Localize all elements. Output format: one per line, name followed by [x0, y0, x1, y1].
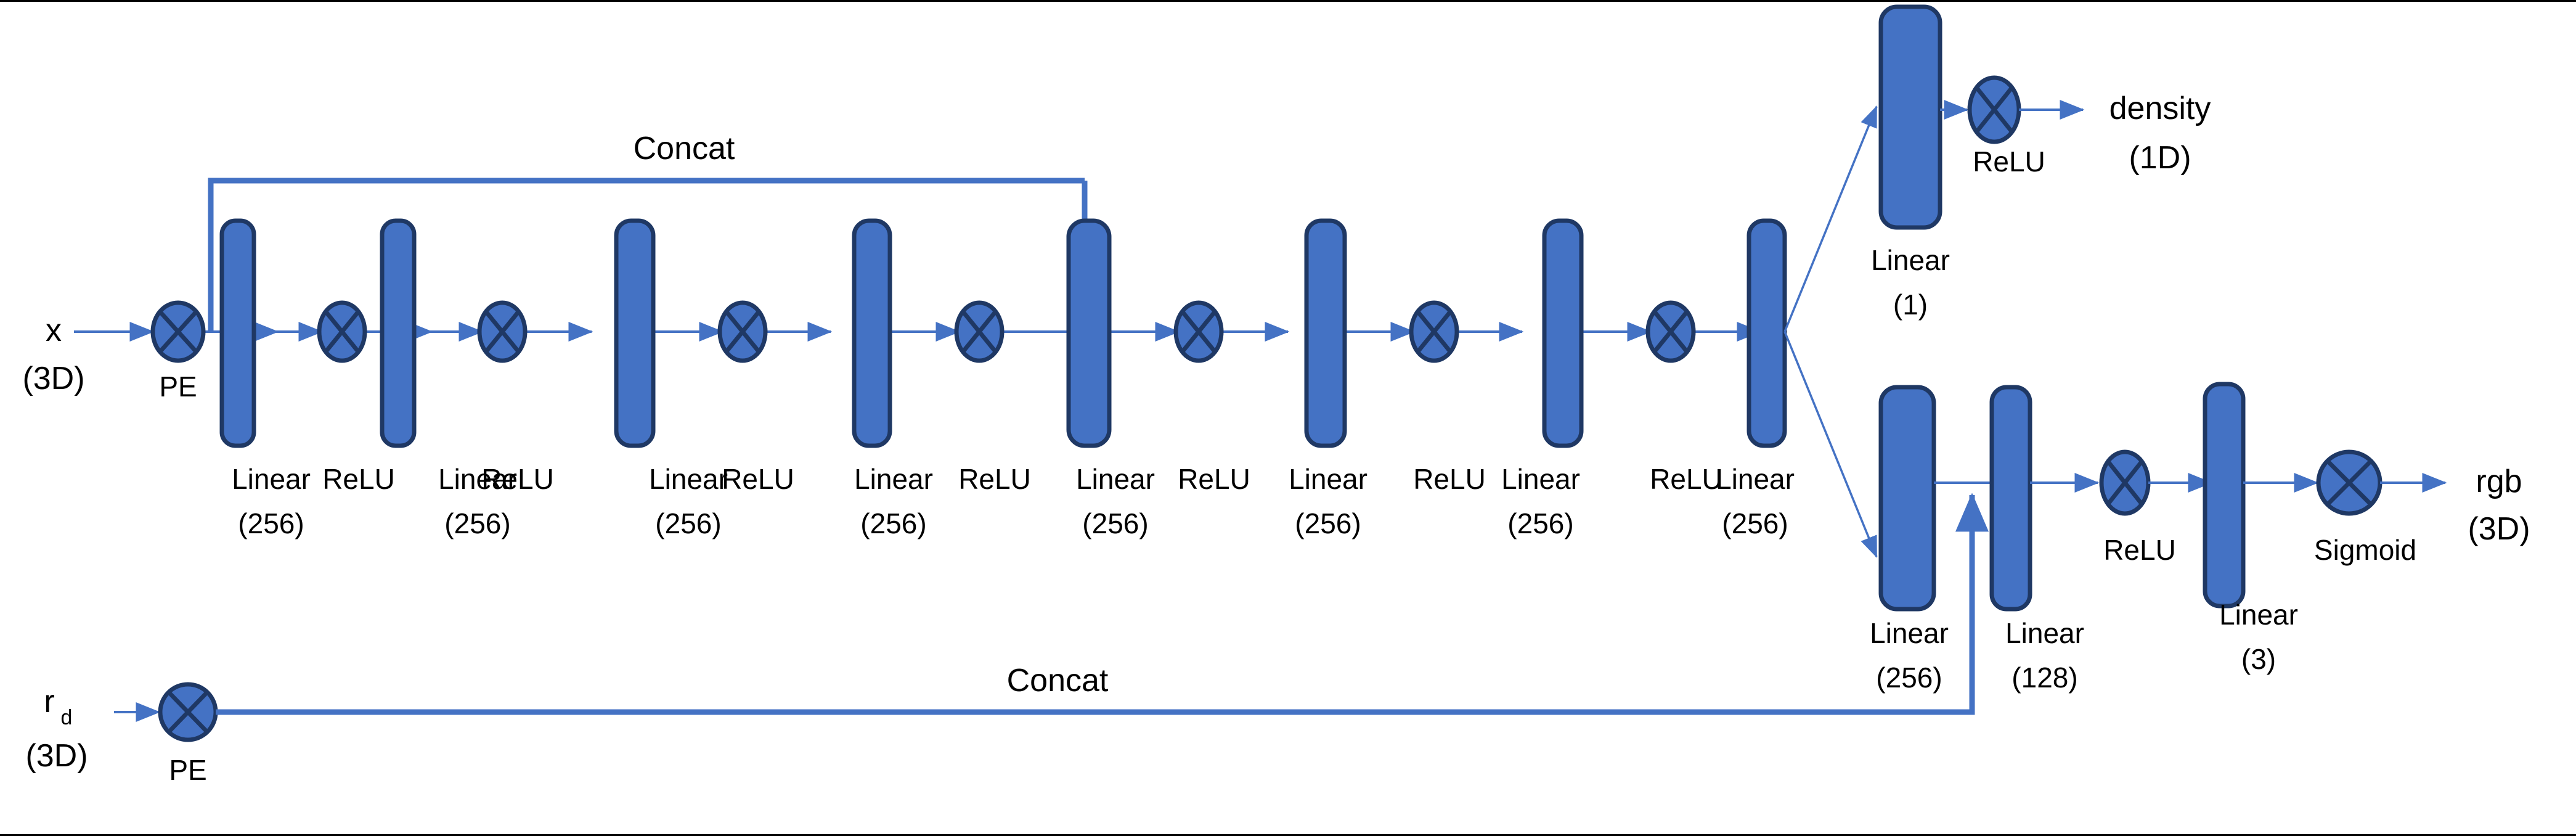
linear-block-rgb-128[interactable] [1989, 385, 2032, 612]
relu-label-4: ReLU [958, 463, 1031, 495]
linear-label-4: Linear [854, 463, 933, 495]
linear-units-density: (1) [1893, 289, 1928, 321]
relu-node-2[interactable] [477, 300, 528, 363]
output-rgb-dim: (3D) [2468, 511, 2530, 547]
linear-label-8: Linear [1716, 463, 1795, 495]
linear-block-8[interactable] [1747, 218, 1787, 448]
linear-label-7: Linear [1501, 463, 1580, 495]
relu-node-7[interactable] [1645, 300, 1696, 363]
relu-label-1: ReLU [322, 463, 395, 495]
linear-label-rgb256: Linear [1870, 617, 1949, 649]
trunk-activation-nodes [150, 300, 1696, 363]
io-labels: x (3D) PE r d (3D) PE density (1D) rgb (… [22, 91, 2530, 786]
relu-label-density: ReLU [1973, 145, 2045, 178]
concat-bottom-label: Concat [1007, 663, 1109, 699]
input-rd-dim: (3D) [25, 738, 88, 774]
linear-units-rgb3: (3) [2241, 643, 2276, 675]
linear-label-6: Linear [1289, 463, 1367, 495]
linear-label-5: Linear [1076, 463, 1155, 495]
activation-labels: ReLU ReLU ReLU ReLU ReLU ReLU ReLU ReLU … [322, 145, 2416, 566]
linear-label-1: Linear [232, 463, 311, 495]
pe-node-x[interactable] [150, 300, 206, 363]
density-branch [1878, 4, 2085, 230]
linear-units-4: (256) [860, 507, 926, 539]
relu-label-rgb: ReLU [2103, 534, 2176, 566]
relu-label-6: ReLU [1413, 463, 1486, 495]
linear-label-rgb3: Linear [2219, 599, 2298, 631]
rgb-branch [1878, 382, 2447, 612]
branch-split-arrows [1783, 105, 1878, 558]
linear-units-2: (256) [444, 507, 510, 539]
linear-units-rgb128: (128) [2011, 662, 2077, 694]
input-x-dim: (3D) [22, 361, 84, 396]
linear-label-3: Linear [649, 463, 728, 495]
linear-units-5: (256) [1082, 507, 1148, 539]
branch-block-labels: Linear (1) Linear (256) Linear (128) Lin… [1870, 244, 2298, 694]
linear-block-2[interactable] [380, 218, 417, 448]
linear-label-density: Linear [1871, 244, 1950, 276]
relu-node-5[interactable] [1173, 300, 1224, 363]
linear-block-5[interactable] [1066, 218, 1112, 448]
linear-block-3[interactable] [614, 218, 656, 448]
input-rd-label: r [44, 684, 54, 719]
pe-rd-label: PE [169, 754, 206, 786]
relu-label-3: ReLU [722, 463, 794, 495]
output-density-dim: (1D) [2129, 140, 2191, 176]
output-density-label: density [2109, 91, 2211, 126]
trunk-linear-blocks [219, 218, 1787, 448]
linear-units-8: (256) [1722, 507, 1788, 539]
relu-label-7: ReLU [1650, 463, 1722, 495]
relu-node-density[interactable] [1967, 75, 2021, 144]
linear-units-rgb256: (256) [1876, 662, 1942, 694]
linear-block-density[interactable] [1878, 4, 1942, 230]
linear-block-rgb-3[interactable] [2203, 382, 2246, 609]
relu-node-4[interactable] [954, 300, 1005, 363]
pe-node-rd[interactable] [158, 682, 218, 742]
linear-label-2: Linear [438, 463, 517, 495]
wire-to-rgb-branch [1783, 331, 1878, 558]
linear-units-7: (256) [1507, 507, 1573, 539]
linear-units-6: (256) [1295, 507, 1361, 539]
input-rd-sub: d [61, 706, 73, 729]
relu-node-1[interactable] [317, 300, 367, 363]
pe-x-label: PE [159, 371, 197, 403]
relu-node-6[interactable] [1409, 300, 1459, 363]
linear-block-6[interactable] [1304, 218, 1347, 448]
trunk-block-labels: Linear (256) Linear (256) Linear (256) L… [232, 463, 1795, 539]
linear-units-3: (256) [655, 507, 721, 539]
relu-label-2: ReLU [481, 463, 554, 495]
output-rgb-label: rgb [2476, 464, 2522, 499]
concat-top-path [208, 178, 1085, 332]
linear-block-1[interactable] [219, 218, 256, 448]
linear-block-7[interactable] [1542, 218, 1584, 448]
concat-bottom-path [216, 493, 1989, 715]
sigmoid-node[interactable] [2316, 449, 2382, 516]
linear-units-1: (256) [238, 507, 304, 539]
linear-block-4[interactable] [852, 218, 892, 448]
input-x-label: x [46, 313, 62, 348]
concat-top-label: Concat [634, 131, 735, 166]
wire-to-density-branch [1783, 105, 1878, 332]
relu-node-rgb[interactable] [2099, 449, 2151, 516]
linear-block-rgb-256[interactable] [1878, 385, 1936, 612]
concat-bottom-skip: Concat [114, 493, 1989, 742]
relu-label-5: ReLU [1178, 463, 1250, 495]
linear-label-rgb128: Linear [2005, 617, 2084, 649]
sigmoid-label: Sigmoid [2314, 534, 2416, 566]
relu-node-3[interactable] [717, 300, 768, 363]
